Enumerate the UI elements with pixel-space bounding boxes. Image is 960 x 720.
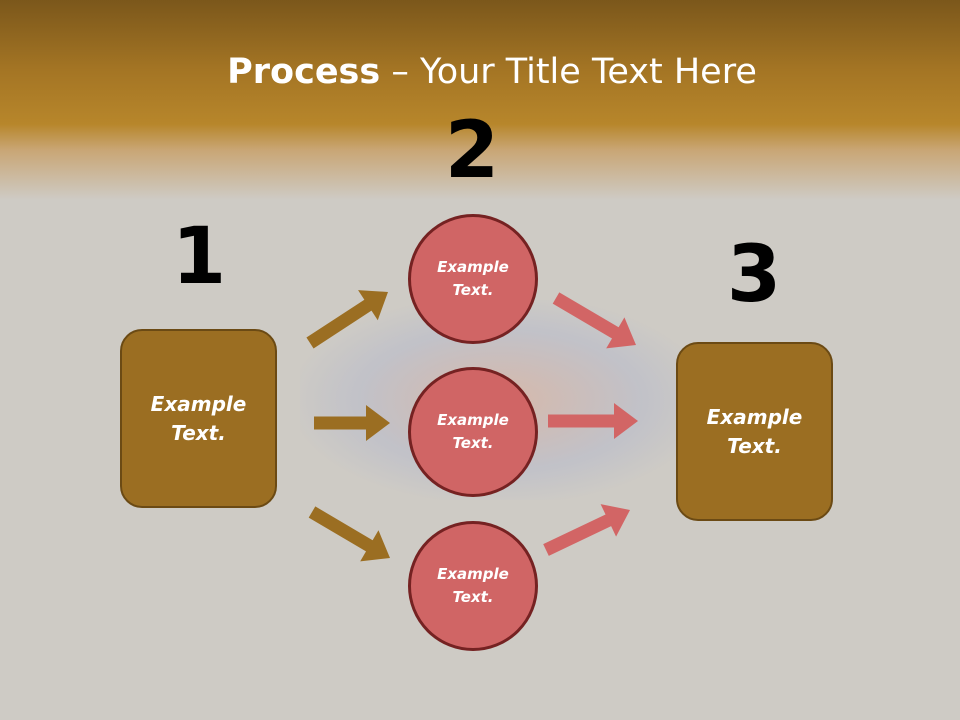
- box-text-line: Text.: [727, 433, 782, 458]
- circle-text-line: Example: [437, 411, 509, 429]
- circle-text-line: Text.: [452, 588, 494, 606]
- box-text-line: Example: [706, 404, 803, 429]
- circle-text-line: Example: [437, 565, 509, 583]
- arrow-1-to-2-middle-icon: [314, 405, 390, 441]
- circle-text-line: Text.: [452, 434, 494, 452]
- arrow-1-to-2-bottom-icon: [308, 506, 390, 562]
- arrow-2-bottom-to-3-icon: [543, 504, 630, 556]
- title-bold: Process: [227, 52, 381, 92]
- box-text-line: Text.: [171, 420, 226, 445]
- header-band: [0, 0, 960, 200]
- circle-text-line: Example: [437, 258, 509, 276]
- slide-title: Process – Your Title Text Here: [0, 52, 960, 92]
- step-number-2: 2: [444, 106, 500, 196]
- step-number-1: 1: [171, 212, 227, 302]
- title-rest: – Your Title Text Here: [380, 52, 757, 92]
- circle-text-line: Text.: [452, 281, 494, 299]
- step-number-3: 3: [726, 230, 782, 320]
- box-text-line: Example: [150, 391, 247, 416]
- arrow-2-middle-to-3-icon: [548, 403, 638, 439]
- arrow-1-to-2-top-icon: [306, 290, 388, 349]
- arrow-2-top-to-3-icon: [552, 292, 636, 349]
